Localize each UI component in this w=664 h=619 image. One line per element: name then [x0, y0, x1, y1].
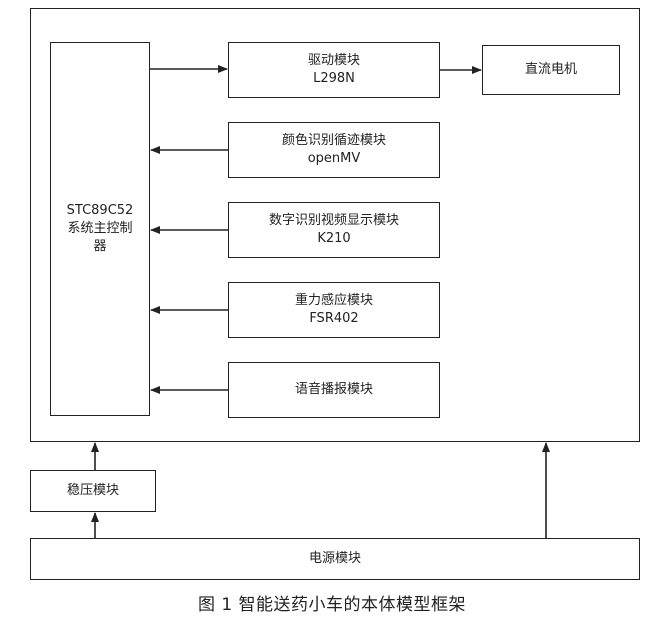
figure-caption: 图 1 智能送药小车的本体模型框架	[197, 595, 467, 615]
digit-module-box: 数字识别视频显示模块 K210	[228, 202, 440, 258]
regulator-name: 稳压模块	[66, 483, 119, 498]
weight-module-box: 重力感应模块 FSR402	[228, 282, 440, 338]
drive-module-name: 驱动模块	[307, 53, 360, 68]
color-module-name: 颜色识别循迹模块	[281, 133, 386, 148]
color-module-part: openMV	[307, 151, 361, 166]
voice-module-box: 语音播报模块	[228, 362, 440, 418]
system-frame	[30, 8, 640, 442]
color-module-box: 颜色识别循迹模块 openMV	[228, 122, 440, 178]
controller-label-1: STC89C52	[66, 203, 134, 218]
power-name: 电源模块	[308, 551, 361, 566]
weight-module-part: FSR402	[309, 311, 359, 326]
digit-module-part: K210	[317, 231, 351, 246]
regulator-box: 稳压模块	[30, 470, 156, 512]
drive-module-box: 驱动模块 L298N	[228, 42, 440, 98]
controller-box: STC89C52 系统主控制 器	[50, 42, 150, 416]
drive-module-part: L298N	[313, 71, 355, 86]
digit-module-name: 数字识别视频显示模块	[268, 213, 399, 228]
dc-motor-name: 直流电机	[524, 62, 577, 77]
controller-label-2: 系统主控制	[67, 221, 133, 236]
voice-module-name: 语音播报模块	[294, 382, 373, 397]
controller-label-3: 器	[93, 239, 107, 254]
dc-motor-box: 直流电机	[482, 45, 620, 95]
power-box: 电源模块	[30, 538, 640, 580]
weight-module-name: 重力感应模块	[294, 293, 373, 308]
